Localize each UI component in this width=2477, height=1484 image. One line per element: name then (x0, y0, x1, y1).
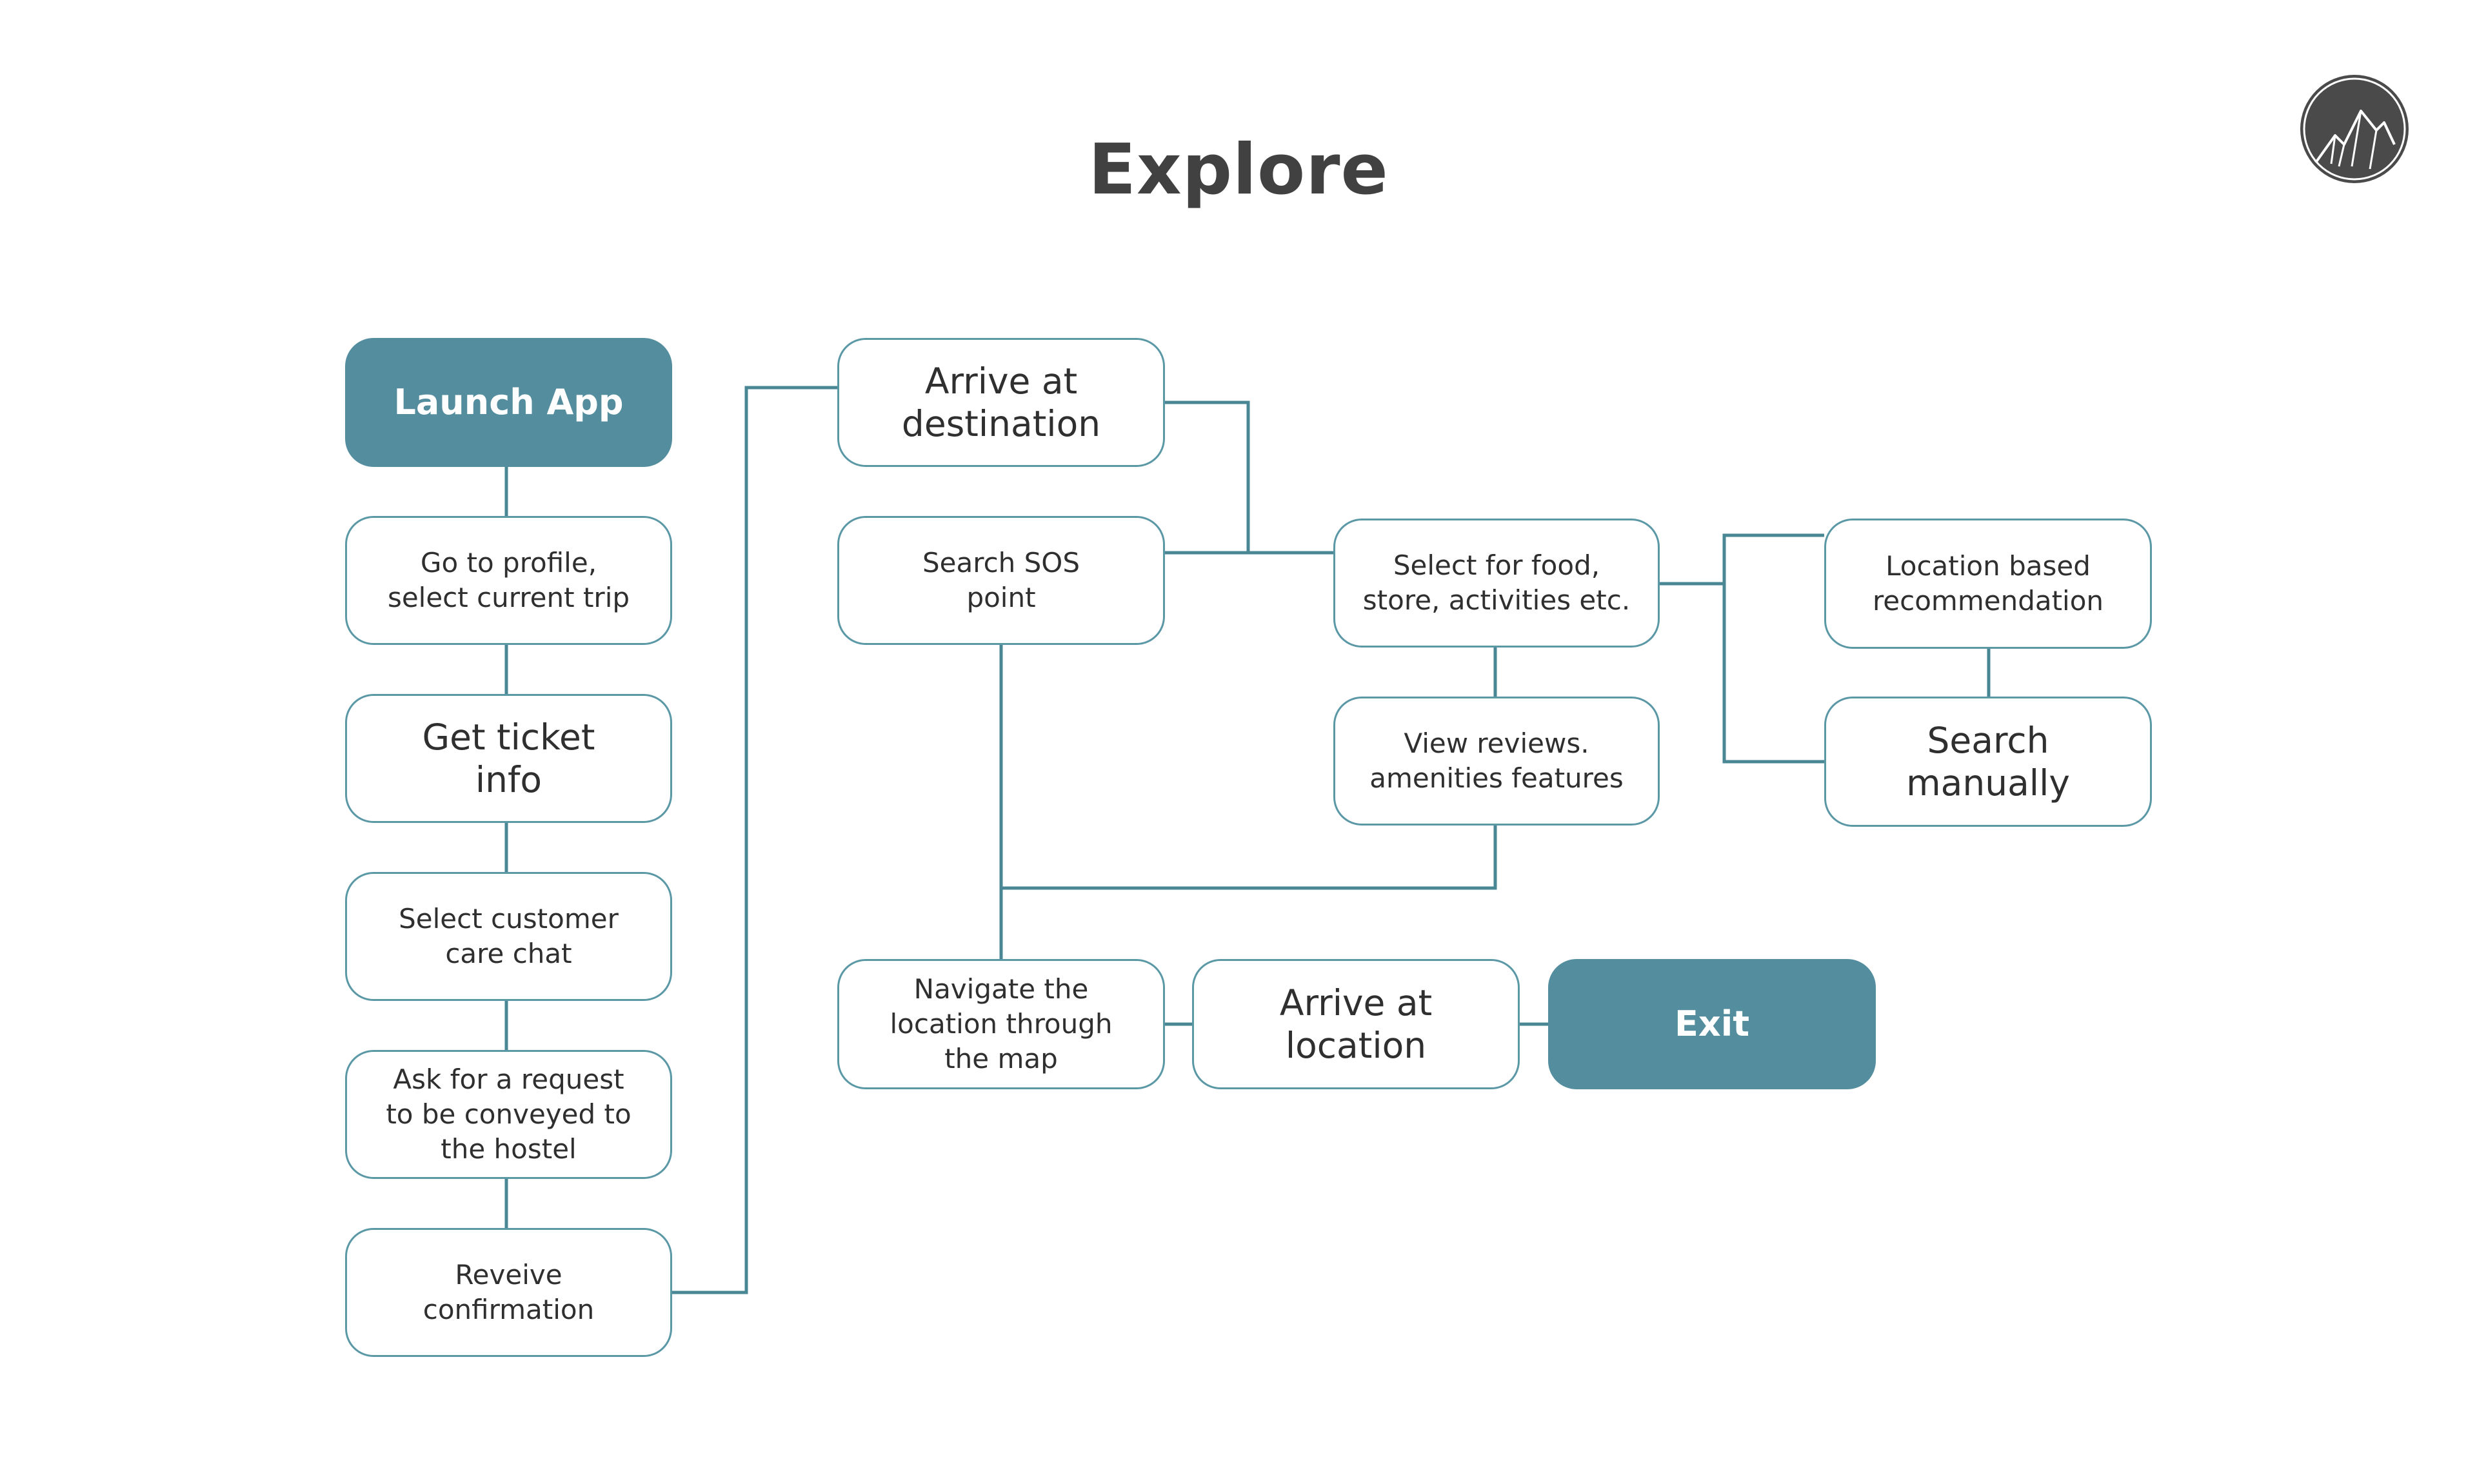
launch-app-node: Launch App (345, 338, 672, 467)
select-food-node: Select for food, store, activities etc. (1333, 519, 1660, 648)
view-reviews-node: View reviews. amenities features (1333, 697, 1660, 826)
ask-request-node: Ask for a request to be conveyed to the … (345, 1050, 672, 1179)
search-manually-node: Search manually (1824, 697, 2152, 827)
go-to-profile-node: Go to profile, select current trip (345, 516, 672, 645)
mountain-logo-icon (2298, 72, 2411, 186)
location-recommendation-node: Location based recommendation (1824, 519, 2152, 649)
receive-confirmation-node: Reveive confirmation (345, 1228, 672, 1357)
select-customer-care-node: Select customer care chat (345, 872, 672, 1001)
navigate-location-node: Navigate the location through the map (837, 959, 1165, 1089)
exit-node: Exit (1548, 959, 1876, 1089)
search-sos-node: Search SOS point (837, 516, 1165, 645)
get-ticket-info-node: Get ticket info (345, 694, 672, 823)
arrive-location-node: Arrive at location (1192, 959, 1520, 1089)
diagram-title: Explore (1088, 130, 1389, 210)
arrive-destination-node: Arrive at destination (837, 338, 1165, 467)
